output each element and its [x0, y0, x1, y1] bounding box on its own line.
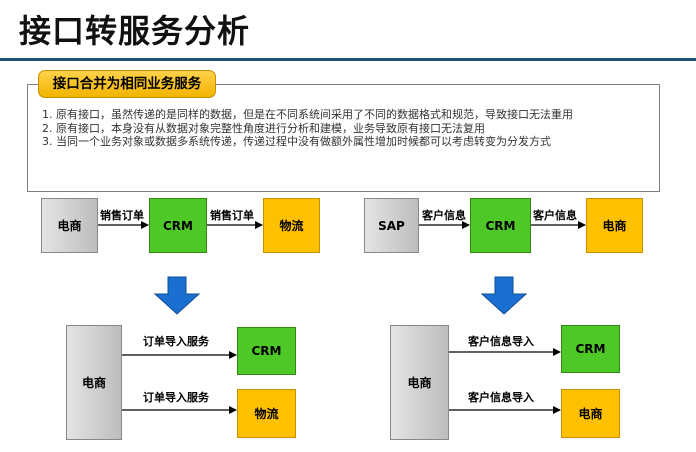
- service-label: 客户信息导入: [468, 391, 534, 404]
- consumer-box-1: CRM: [561, 325, 620, 373]
- reason-item-2: 2. 原有接口，本身没有从数据对象完整性角度进行分析和建模，业务导致原有接口无法…: [42, 121, 485, 135]
- edge-label: 客户信息: [422, 209, 466, 222]
- section-tag: 接口合并为相同业务服务: [38, 70, 216, 98]
- reason-item-3: 3. 当同一个业务对象或数据多系统传递，传递过程中没有做额外属性增加时候都可以考…: [42, 135, 551, 148]
- reason-list: 1. 原有接口，虽然传递的是同样的数据，但是在不同系统间采用了不同的数据格式和规…: [42, 108, 573, 149]
- consumer-box-2: 物流: [237, 389, 296, 438]
- edge-label: 销售订单: [210, 209, 254, 222]
- service-label: 订单导入服务: [143, 391, 209, 404]
- system-box-source: SAP: [364, 198, 419, 253]
- title-underline: [0, 58, 696, 61]
- info-panel: [27, 84, 660, 192]
- service-provider-box: 电商: [66, 325, 122, 440]
- system-box-hub: CRM: [149, 198, 207, 253]
- service-label: 订单导入服务: [143, 335, 209, 348]
- system-box-hub: CRM: [470, 198, 531, 253]
- system-box-target: 电商: [586, 198, 643, 253]
- consumer-box-1: CRM: [237, 327, 296, 375]
- edge-label: 销售订单: [100, 209, 144, 222]
- system-box-source: 电商: [41, 198, 98, 253]
- system-box-target: 物流: [263, 198, 320, 253]
- consumer-box-2: 电商: [561, 389, 620, 438]
- reason-item-1: 1. 原有接口，虽然传递的是同样的数据，但是在不同系统间采用了不同的数据格式和规…: [42, 108, 573, 121]
- service-provider-box: 电商: [390, 325, 449, 440]
- down-arrow-icon: [153, 276, 201, 315]
- down-arrow-icon: [480, 276, 528, 315]
- page-title: 接口转服务分析: [19, 12, 251, 50]
- edge-label: 客户信息: [533, 209, 577, 222]
- service-label: 客户信息导入: [468, 335, 534, 348]
